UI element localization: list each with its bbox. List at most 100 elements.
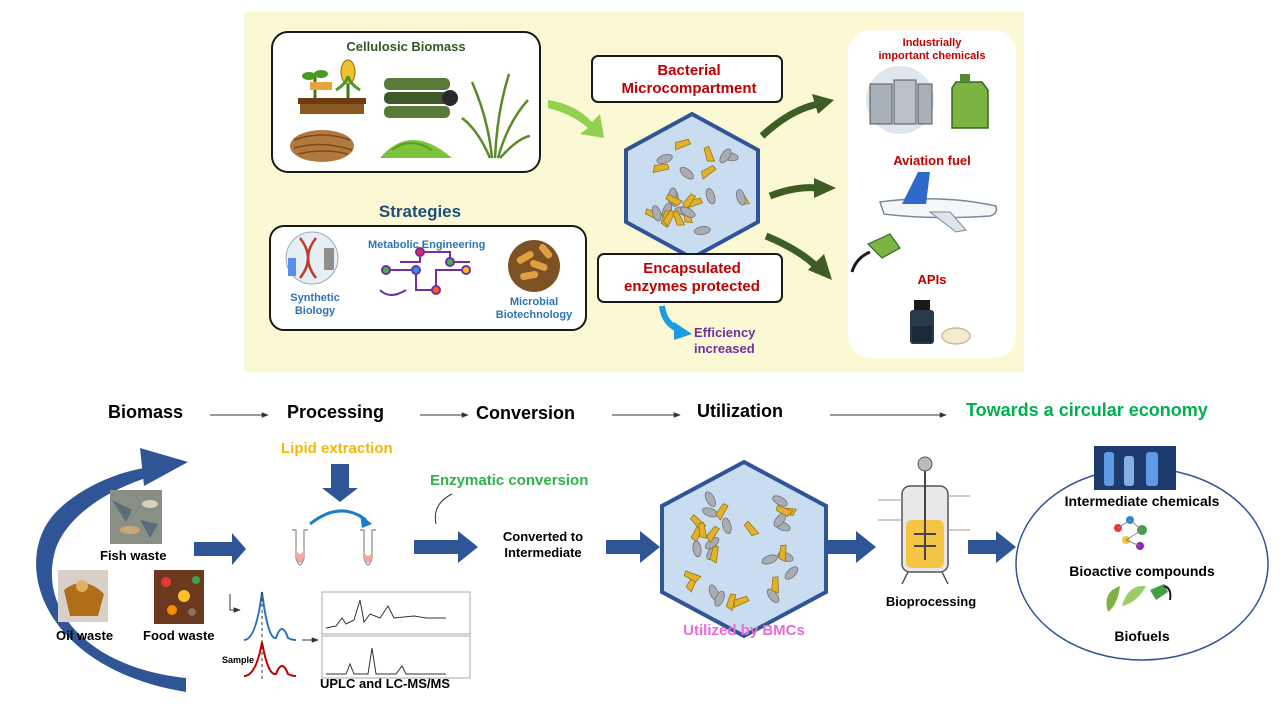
grass-powder-icon: [380, 140, 452, 158]
bmc-hexagon-bottom: [660, 459, 828, 639]
cellulosic-title: Cellulosic Biomass: [346, 39, 466, 54]
biomass-to-bmc-arrow: [548, 100, 604, 138]
protein-particle: [651, 205, 662, 222]
recycle-arrow: [36, 466, 186, 692]
circular-economy-label: Towards a circular economy: [966, 400, 1208, 420]
bioreactor-icon: [878, 456, 970, 585]
efficiency-line1: Efficiency: [694, 325, 756, 340]
encapsulated-line2: enzymes protected: [624, 278, 760, 295]
strategies-title: Strategies: [378, 202, 462, 221]
output-bioactive-compounds: Bioactive compounds: [1069, 563, 1215, 579]
enzyme-particle: [778, 544, 787, 563]
output-biofuels: Biofuels: [1114, 628, 1170, 644]
protein-particle: [693, 226, 711, 236]
strategies-box: [269, 225, 587, 331]
hay-icon: [290, 130, 354, 162]
utilized-by-bmcs-label: Utilized by BMCs: [683, 622, 805, 639]
stage-processing: Processing: [287, 402, 385, 422]
industrial-line2: important chemicals: [878, 50, 986, 62]
food-waste-photo: [154, 570, 204, 624]
protein-particle: [680, 206, 696, 218]
airplane-icon: [879, 172, 998, 233]
tube-icon: [292, 509, 376, 566]
vial-icon: [910, 300, 934, 344]
stage-conversion: Conversion: [476, 403, 576, 423]
arrowhead-apis: [808, 254, 832, 280]
biofuel-icon: [1106, 584, 1172, 612]
efficiency-line2: increased: [694, 341, 755, 356]
stage-utilization: Utilization: [697, 401, 783, 421]
ms-spectra: [321, 591, 471, 679]
food-waste-label: Food waste: [143, 628, 215, 643]
oil-waste-label: Oil waste: [56, 628, 114, 643]
bmc-title-box: [591, 55, 783, 103]
synthetic-biology-label: Synthetic Biology: [280, 292, 350, 318]
enzyme-particle: [698, 521, 708, 539]
tablet-icon: [941, 327, 971, 345]
bacteria-icon: [508, 240, 560, 292]
enzyme-particle: [683, 570, 702, 583]
industrial-line1: Industrially: [902, 37, 962, 49]
corn-icon: [335, 59, 361, 98]
enzymatic-pointer: [434, 493, 453, 525]
bmc-to-reactor-arrow: [826, 531, 876, 563]
fish-to-tubes-arrow: [194, 533, 246, 565]
output-intermediate-chemicals: Intermediate chemicals: [1064, 493, 1220, 509]
apis-label: APIs: [917, 272, 947, 287]
oil-waste-photo: [58, 570, 108, 622]
enzyme-particle: [682, 193, 697, 211]
arrowhead-chemicals: [812, 94, 834, 114]
converted-label: Converted to Intermediate: [484, 529, 602, 561]
encapsulated-line1: Encapsulated: [643, 260, 741, 277]
enzyme-particle: [652, 163, 670, 173]
encapsulated-label: Encapsulated enzymes protected: [598, 260, 786, 296]
protein-particle: [705, 188, 716, 205]
microbial-biotech-line1: Microbial: [509, 296, 559, 308]
enzyme-particle: [665, 193, 684, 207]
aviation-fuel-label: Aviation fuel: [893, 153, 971, 168]
efficiency-arrowhead: [674, 322, 692, 340]
enzyme-particle: [709, 546, 719, 564]
protein-particle: [704, 491, 716, 507]
protein-particle: [772, 495, 788, 507]
protein-particle: [761, 554, 778, 565]
protein-particle: [736, 189, 746, 206]
uplc-label: UPLC and LC-MS/MS: [320, 676, 450, 691]
enzyme-particle: [662, 209, 676, 228]
enzyme-particle: [743, 520, 760, 537]
enzyme-particle: [715, 503, 729, 521]
enzyme-particle: [675, 138, 692, 151]
encapsulated-box: [597, 253, 783, 303]
jerrycan-icon: [951, 74, 989, 129]
bmc-hexagon-top: [624, 111, 760, 261]
recycle-arrowhead: [140, 448, 188, 486]
protein-particle: [714, 590, 725, 607]
microbial-biotech-label: Microbial Biotechnology: [486, 296, 582, 322]
enzyme-particle: [705, 525, 720, 543]
protein-particle: [766, 588, 780, 603]
fish-waste-photo: [110, 490, 162, 544]
protein-particle: [679, 166, 694, 180]
bamboo-icon: [384, 78, 458, 118]
pathway-icon: [379, 247, 471, 296]
bmc-title-line2: Microcompartment: [621, 80, 757, 97]
enzyme-particle: [725, 593, 737, 612]
protein-particle: [692, 540, 702, 558]
lipid-extraction-label: Lipid extraction: [281, 440, 393, 457]
fuel-nozzle-icon: [850, 233, 901, 273]
enzyme-particle: [672, 209, 686, 226]
synthetic-biology-line2: Biology: [294, 305, 336, 317]
converted-to-bmc-arrow: [606, 531, 660, 563]
efficiency-label: Efficiency increased: [694, 325, 755, 357]
chromatogram-icon: [229, 591, 319, 680]
bmc-title: Bacterial Microcompartment: [592, 62, 786, 98]
arrow-to-chemicals: [759, 100, 819, 139]
plant-icon: [298, 70, 366, 114]
tubes-to-converted-arrow: [414, 531, 478, 563]
synthetic-biology-line1: Synthetic: [290, 292, 340, 304]
molecule-icon: [1114, 516, 1147, 550]
protein-particle: [784, 566, 799, 580]
converted-line2: Intermediate: [504, 545, 582, 560]
sample-label: Sample: [222, 655, 255, 665]
lab-glassware-icon: [1094, 446, 1176, 490]
